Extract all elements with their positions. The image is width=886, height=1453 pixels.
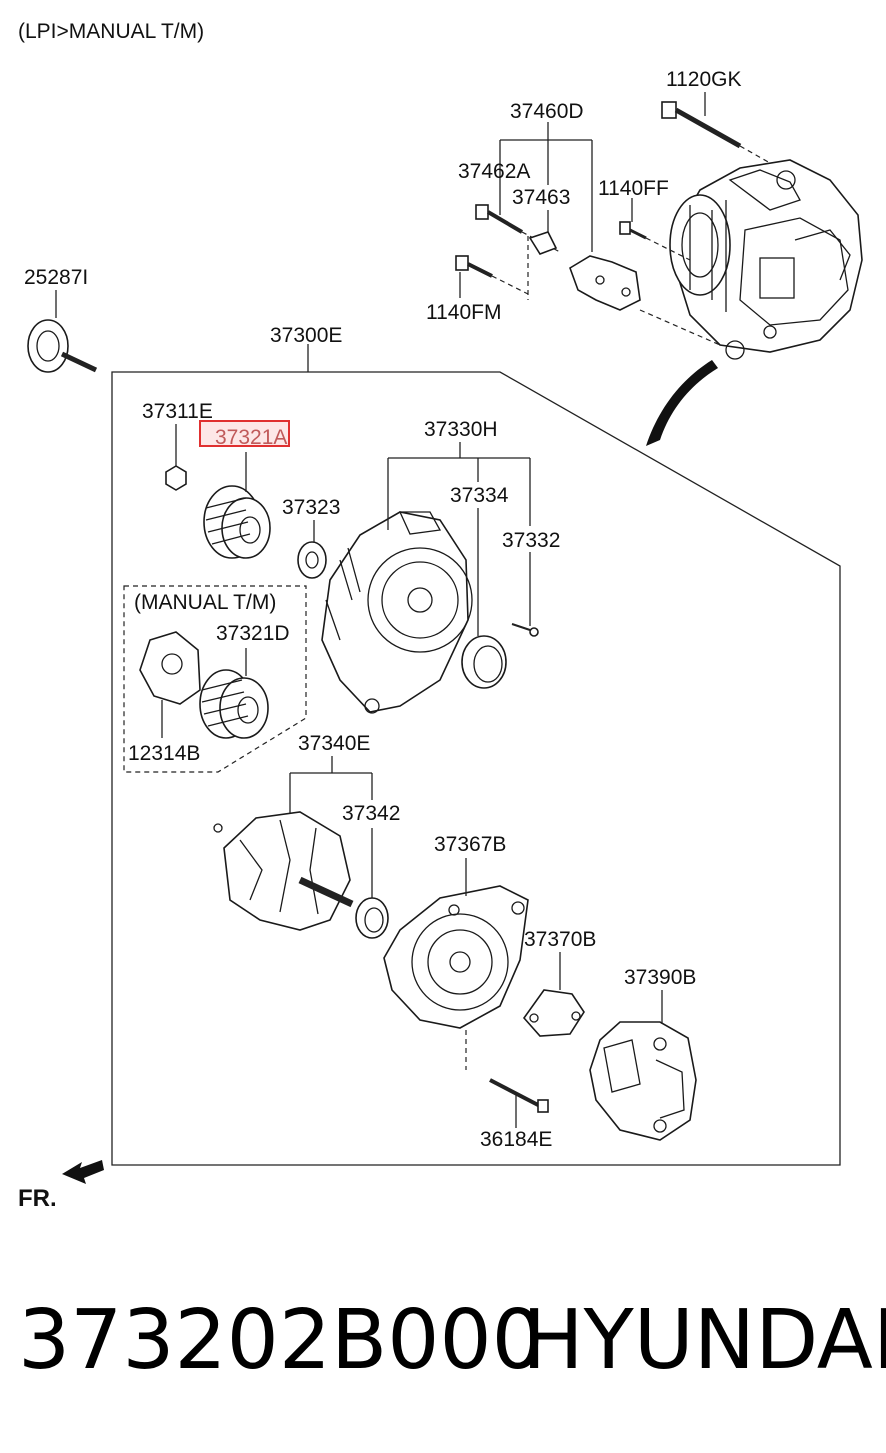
header-note: (LPI>MANUAL T/M) <box>18 20 204 43</box>
pulley-25287I <box>27 319 98 373</box>
direction-label: FR. <box>18 1185 57 1212</box>
rear-bracket-37367B <box>383 885 529 1029</box>
label-37300E: 37300E <box>270 324 342 347</box>
front-direction-arrow <box>62 1160 104 1184</box>
front-bracket-37330H <box>321 511 473 714</box>
label-37332: 37332 <box>502 529 560 552</box>
label-25287I: 25287I <box>24 266 88 289</box>
dash-guide-2 <box>639 309 721 346</box>
label-37340E: 37340E <box>298 732 370 755</box>
label-37460D: 37460D <box>510 100 584 123</box>
label-1120GK: 1120GK <box>666 68 742 91</box>
label-37321A: 37321A <box>215 426 287 449</box>
label-37334: 37334 <box>450 484 509 507</box>
clip-37463 <box>528 231 558 255</box>
label-37463: 37463 <box>512 186 570 209</box>
bolt-1140FM <box>455 255 529 295</box>
label-37330H: 37330H <box>424 418 498 441</box>
label-1140FF: 1140FF <box>598 177 669 200</box>
label-37367B: 37367B <box>434 833 506 856</box>
bearing-37334 <box>461 635 507 689</box>
label-37323: 37323 <box>282 496 340 519</box>
nut-37311E <box>165 465 187 491</box>
assembly-frame <box>111 371 841 1166</box>
bracket-37460D <box>569 255 641 311</box>
label-37311E: 37311E <box>142 400 213 423</box>
label-37342: 37342 <box>342 802 400 825</box>
pulley-37321A <box>203 485 271 559</box>
label-36184E: 36184E <box>480 1128 552 1151</box>
regulator-37370B <box>522 989 585 1037</box>
label-37370B: 37370B <box>524 928 596 951</box>
highlight-box-37321A <box>199 420 290 447</box>
bolt-1120GK <box>661 101 771 164</box>
alternator-assembly-drawing <box>669 159 863 360</box>
assembly-arrow <box>646 360 718 446</box>
pulley-37321D <box>199 669 269 739</box>
cover-12314B <box>139 631 201 705</box>
footer-part-number: 373202B000 <box>18 1293 544 1388</box>
through-bolt-36184E <box>465 1030 549 1113</box>
manual-tm-group-frame <box>123 585 307 773</box>
rotor-37340E <box>213 811 354 931</box>
screw-37332 <box>511 623 539 637</box>
rear-cover-37390B <box>589 1021 697 1141</box>
label-37462A: 37462A <box>458 160 530 183</box>
footer-brand: HYUNDAI <box>522 1293 886 1388</box>
label-1140FM: 1140FM <box>426 301 501 324</box>
bolt-1140FF <box>619 221 691 261</box>
label-12314B: 12314B <box>128 742 200 765</box>
label-37321D: 37321D <box>216 622 290 645</box>
spacer-37323 <box>297 541 327 579</box>
label-37390B: 37390B <box>624 966 696 989</box>
label-manual-tm: (MANUAL T/M) <box>134 591 276 614</box>
bearing-37342 <box>355 897 389 939</box>
